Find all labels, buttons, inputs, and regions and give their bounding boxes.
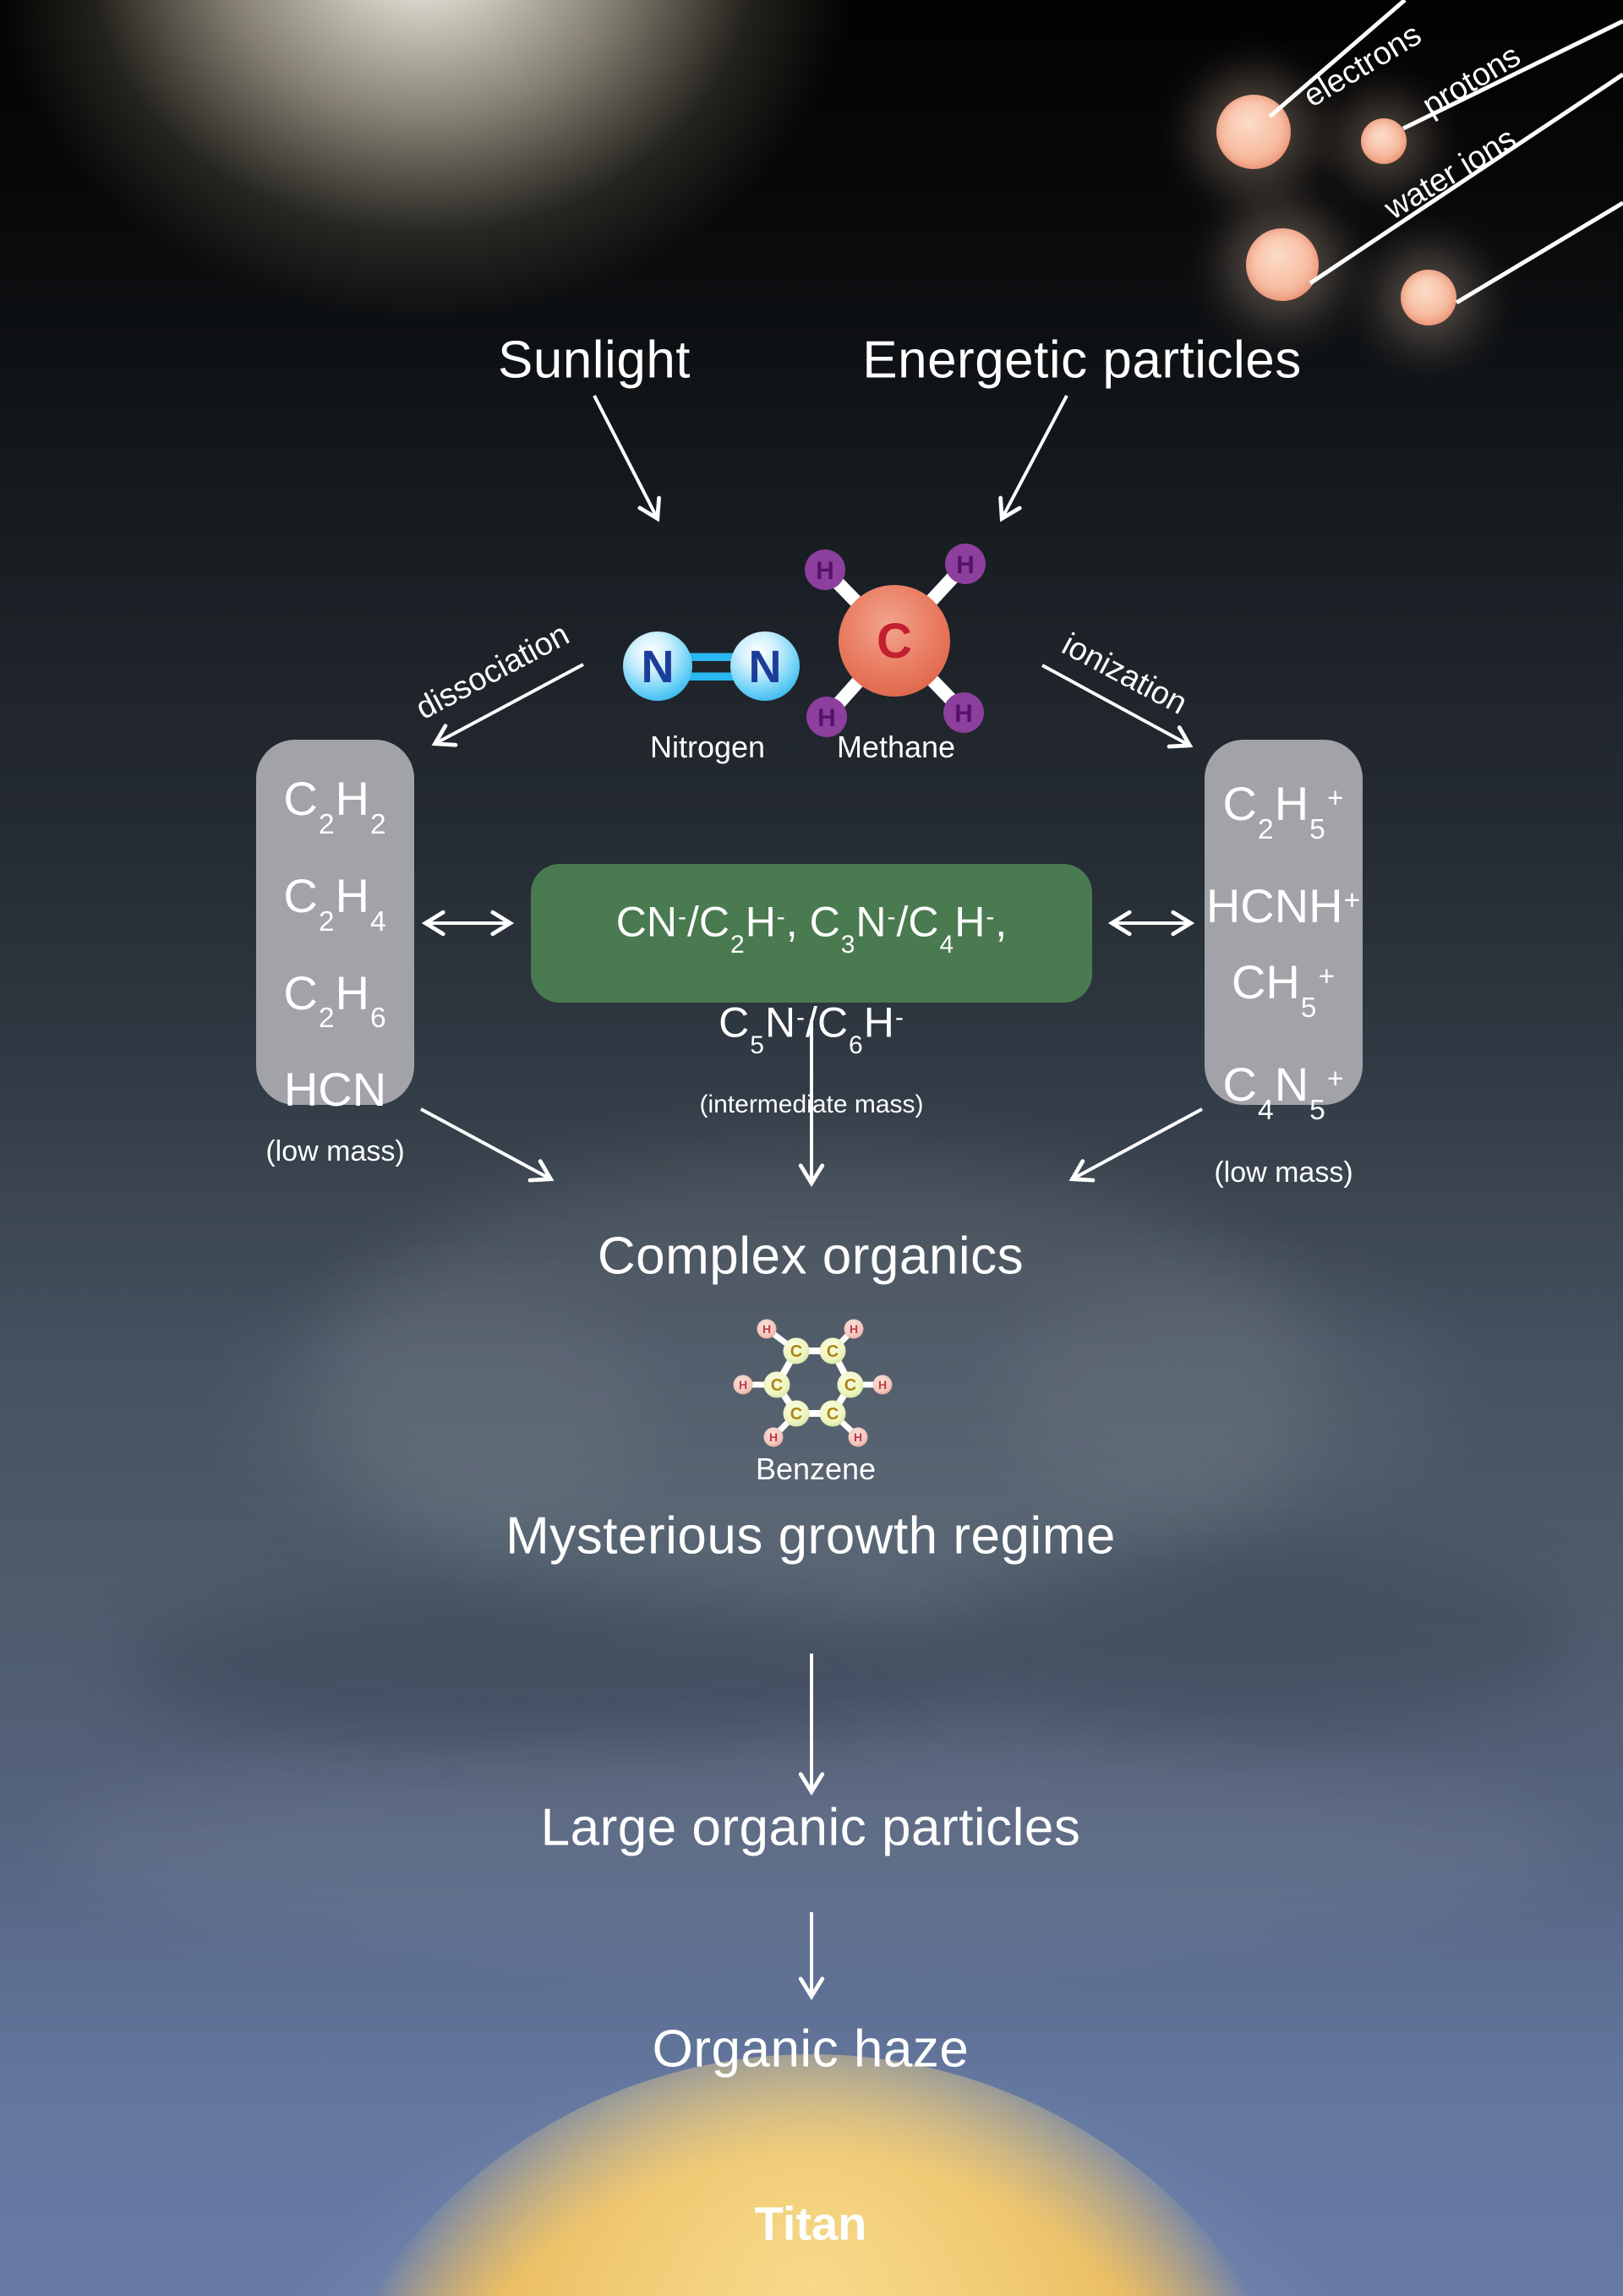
haze-wave-right [930,1547,1572,1733]
formula: HCNH+ [1205,879,1361,933]
hydrogen-letter: H [878,1378,887,1391]
complex-organics-cloud-left [245,1285,651,1539]
dissociation-label: dissociation [410,616,576,727]
anions-box: CN-/C2H-, C3N-/C4H-, C5N-/C6H- (intermed… [531,864,1092,1118]
energetic-particles-label: Energetic particles [862,331,1302,390]
water-ion-particle [1246,228,1319,301]
neutrals-to-organics-arrow [420,1107,555,1183]
hydrogen-letter: H [854,1430,862,1444]
anions-formula: CN-/C2H-, C3N-/C4H-, C5N-/C6H- [615,898,1008,1060]
ion-trail-line [1455,200,1623,305]
hydrogen-letter: H [762,1322,771,1336]
nitrogen-label: Nitrogen [649,730,766,764]
energetic-arrow [998,395,1068,522]
formula: C2H2 [283,772,386,840]
haze-wave-left [127,1589,972,1750]
low-mass-note: (low mass) [1214,1156,1353,1189]
titan-label: Titan [754,2196,867,2250]
nitrogen-bond-top [689,653,734,661]
nitrogen-atom-letter: N [642,642,675,692]
hydrogen-letter: H [817,704,836,732]
carbon-letter: C [844,1376,856,1395]
formula: C2H5+ [1222,777,1344,845]
nitrogen-atom-right [730,631,800,701]
sun-glow [0,0,981,423]
cations-to-organics-arrow [1068,1107,1203,1183]
electron-particle [1216,95,1291,169]
hydrogen-letter: H [956,551,975,579]
mysterious-growth-label: Mysterious growth regime [505,1506,1116,1566]
hydrogen-letter: H [850,1322,858,1336]
methane-molecule: C H H H H [805,544,986,737]
large-organic-particles-label: Large organic particles [540,1798,1081,1857]
formula: C2H4 [283,868,386,938]
ion-particle [1401,270,1456,325]
hydrogen-letter: H [816,557,834,585]
complex-organics-cloud [321,1150,1319,1623]
nitrogen-atom-letter: N [749,642,782,692]
electrons-label: electrons [1297,16,1428,115]
carbon-letter: C [827,1342,839,1361]
hydrogen-letter: H [954,700,973,728]
neutrals-list: C2H2 C2H4 C2H6 HCN (low mass) [256,740,414,1166]
benzene-molecule: C C C C C C H H H H H H [733,1319,893,1447]
nitrogen-atom-left [623,631,692,701]
proton-particle [1361,118,1407,164]
low-mass-note: (low mass) [265,1135,405,1168]
methane-label: Methane [836,730,956,764]
cations-list: C2H5+ HCNH+ CH5+ C4N5+ (low mass) [1205,740,1363,1187]
carbon-letter: C [790,1342,802,1361]
benzene-carbons [763,1337,864,1427]
organic-haze-label: Organic haze [652,2020,970,2079]
formula: C2H6 [283,965,386,1035]
carbon-letter: C [790,1405,802,1424]
formula: CH5+ [1231,955,1336,1024]
cations-box: C2H5+ HCNH+ CH5+ C4N5+ (low mass) [1205,740,1363,1187]
benzene-label: Benzene [755,1451,877,1486]
carbon-letter: C [877,614,912,669]
nitrogen-bond-bottom [689,672,734,681]
formula: C4N5+ [1222,1058,1344,1126]
protons-label: protons [1416,37,1527,124]
intermediate-mass-note: (intermediate mass) [699,1091,924,1118]
hydrogen-letter: H [769,1430,778,1444]
formula: HCN [283,1063,387,1117]
carbon-letter: C [771,1376,783,1395]
hydrogen-letter: H [739,1378,747,1391]
neutrals-box: C2H2 C2H4 C2H6 HCN (low mass) [256,740,414,1166]
ionization-label: ionization [1056,626,1193,722]
carbon-letter: C [827,1405,839,1424]
methane-hydrogens [805,544,986,737]
sunlight-label: Sunlight [497,331,691,390]
carbon-atom [839,585,950,697]
benzene-hydrogens [733,1319,893,1447]
nitrogen-molecule: N N [623,631,800,701]
complex-organics-label: Complex organics [597,1227,1025,1286]
complex-organics-cloud-right [1006,1268,1445,1522]
